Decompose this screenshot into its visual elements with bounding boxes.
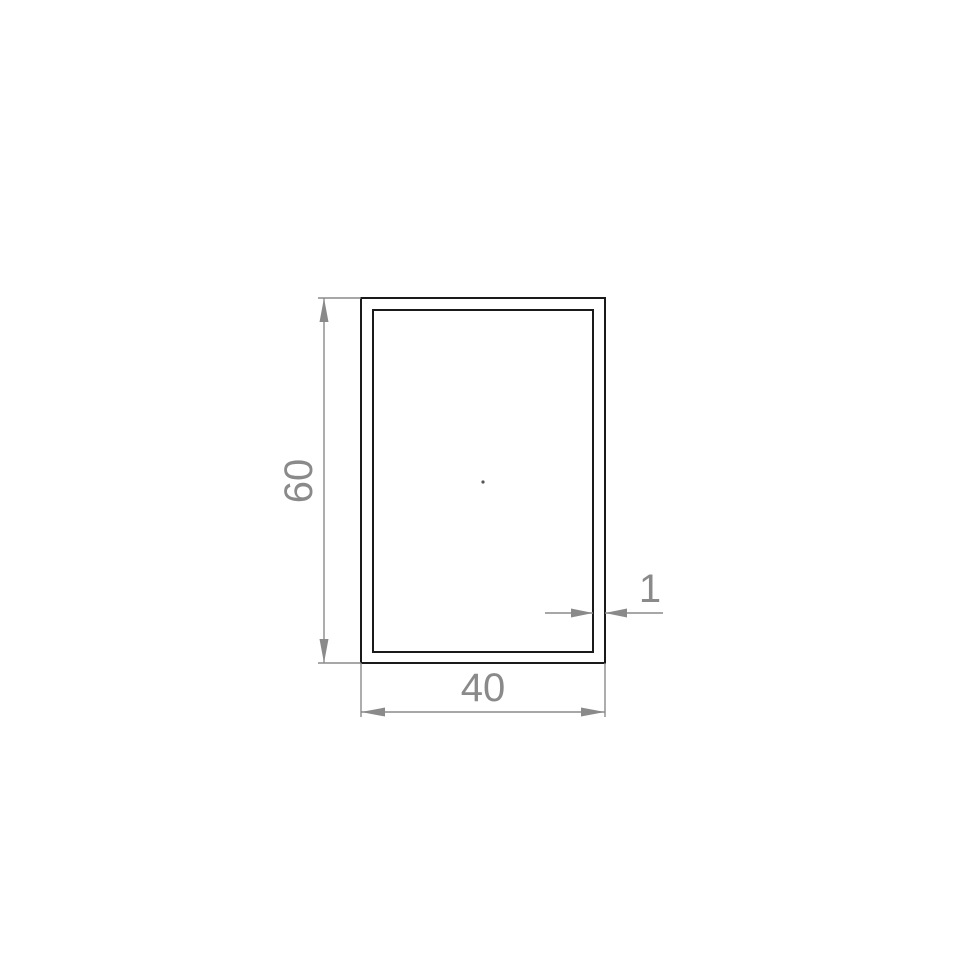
- outer-outline: [360, 297, 606, 664]
- wall-arrow-left: [571, 608, 593, 618]
- height-arrow-bottom: [319, 639, 329, 663]
- inner-outline: [372, 309, 594, 653]
- height-label: 60: [277, 459, 321, 504]
- tube-profile: [360, 297, 606, 664]
- width-dimension: 40: [360, 663, 606, 717]
- width-arrow-right: [581, 707, 605, 717]
- width-label: 40: [461, 666, 506, 710]
- wall-thickness-dimension: 1: [545, 567, 663, 618]
- wall-arrow-right: [605, 608, 627, 618]
- center-point: [481, 480, 485, 484]
- wall-label: 1: [639, 567, 661, 611]
- height-arrow-top: [319, 298, 329, 322]
- width-arrow-left: [361, 707, 385, 717]
- height-dimension: 60: [277, 297, 361, 664]
